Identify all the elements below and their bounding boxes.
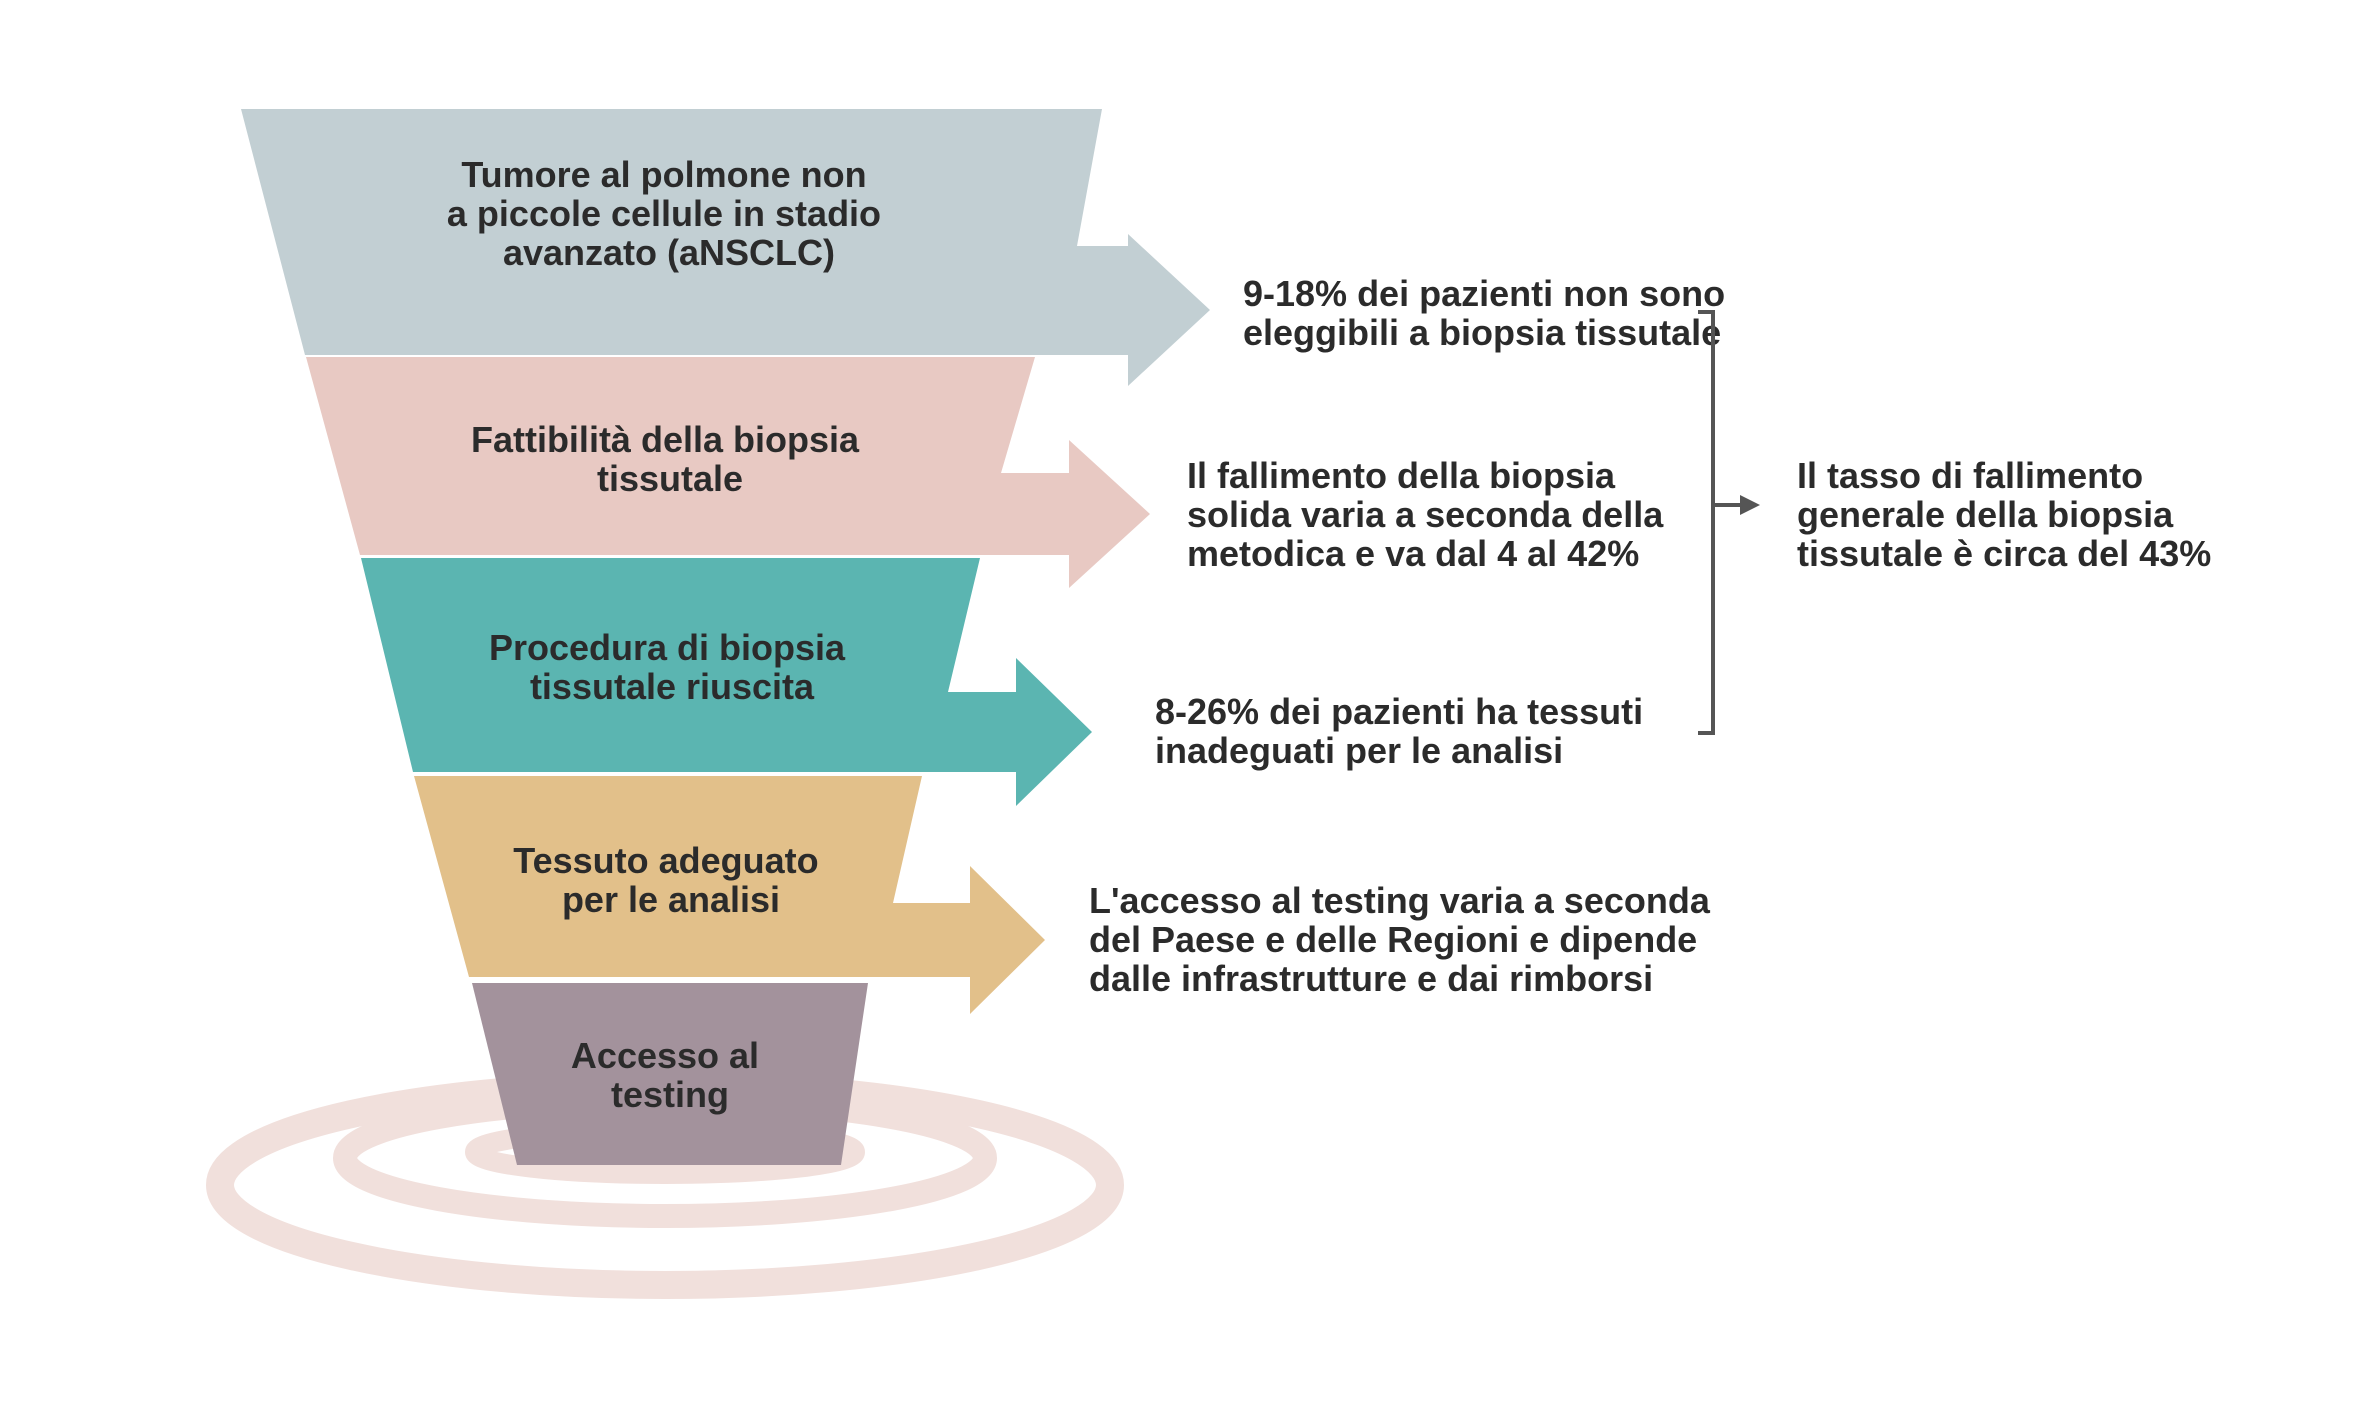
stage-5-band <box>472 983 868 1165</box>
stage-1-band <box>241 109 1210 386</box>
stage-3-label-line-2: tissutale riuscita <box>530 666 815 707</box>
stage-2: Fattibilità della biopsia tissutale <box>306 357 1150 588</box>
stage-3-label: Procedura di biopsia tissutale riuscita <box>489 627 855 707</box>
summary-line-3: tissutale è circa del 43% <box>1797 533 2211 574</box>
stage-1-label-line-1: Tumore al polmone non <box>461 154 866 195</box>
stage-1-label: Tumore al polmone non a piccole cellule … <box>447 154 891 273</box>
stage-1-label-line-3: avanzato (aNSCLC) <box>503 232 835 273</box>
callout-2: Il fallimento della biopsia solida varia… <box>1187 455 1673 574</box>
arrow-right-icon <box>1740 495 1760 515</box>
stage-5-label-line-1: Accesso al <box>571 1035 759 1076</box>
stage-2-label-line-1: Fattibilità della biopsia <box>471 419 860 460</box>
stage-4: Tessuto adeguato per le analisi <box>414 776 1045 1014</box>
stage-5-label-line-2: testing <box>611 1074 729 1115</box>
callout-1-line-1: 9-18% dei pazienti non sono <box>1243 273 1725 314</box>
stage-2-label: Fattibilità della biopsia tissutale <box>471 419 869 499</box>
summary-text: Il tasso di fallimento generale della bi… <box>1797 455 2211 574</box>
callout-2-line-3: metodica e va dal 4 al 42% <box>1187 533 1639 574</box>
stage-1-label-line-2: a piccole cellule in stadio <box>447 193 881 234</box>
stage-3-band <box>361 558 1092 806</box>
stage-5-label: Accesso al testing <box>571 1035 769 1115</box>
callout-3-line-2: inadeguati per le analisi <box>1155 730 1563 771</box>
callout-4-line-1: L'accesso al testing varia a seconda <box>1089 880 1711 921</box>
summary-bracket <box>1698 310 1742 735</box>
stage-5: Accesso al testing <box>472 983 868 1165</box>
stage-2-band <box>306 357 1150 588</box>
stage-4-band <box>414 776 1045 1014</box>
summary-line-1: Il tasso di fallimento <box>1797 455 2143 496</box>
callout-4: L'accesso al testing varia a seconda del… <box>1089 880 1720 999</box>
stage-4-label-line-2: per le analisi <box>562 879 780 920</box>
callout-4-line-2: del Paese e delle Regioni e dipende <box>1089 919 1697 960</box>
stage-4-label-line-1: Tessuto adeguato <box>513 840 818 881</box>
callout-1-line-2: eleggibili a biopsia tissutale <box>1243 312 1721 353</box>
callout-4-line-3: dalle infrastrutture e dai rimborsi <box>1089 958 1653 999</box>
summary-line-2: generale della biopsia <box>1797 494 2174 535</box>
callout-2-line-1: Il fallimento della biopsia <box>1187 455 1616 496</box>
callout-3: 8-26% dei pazienti ha tessuti inadeguati… <box>1155 691 1653 771</box>
stage-3: Procedura di biopsia tissutale riuscita <box>361 558 1092 806</box>
bracket-line <box>1698 310 1715 735</box>
callout-3-line-1: 8-26% dei pazienti ha tessuti <box>1155 691 1643 732</box>
callout-1: 9-18% dei pazienti non sono eleggibili a… <box>1243 273 1735 353</box>
stage-3-label-line-1: Procedura di biopsia <box>489 627 846 668</box>
stage-2-label-line-2: tissutale <box>597 458 743 499</box>
callout-2-line-2: solida varia a seconda della <box>1187 494 1664 535</box>
stage-4-label: Tessuto adeguato per le analisi <box>513 840 828 920</box>
stage-1: Tumore al polmone non a piccole cellule … <box>241 109 1210 386</box>
